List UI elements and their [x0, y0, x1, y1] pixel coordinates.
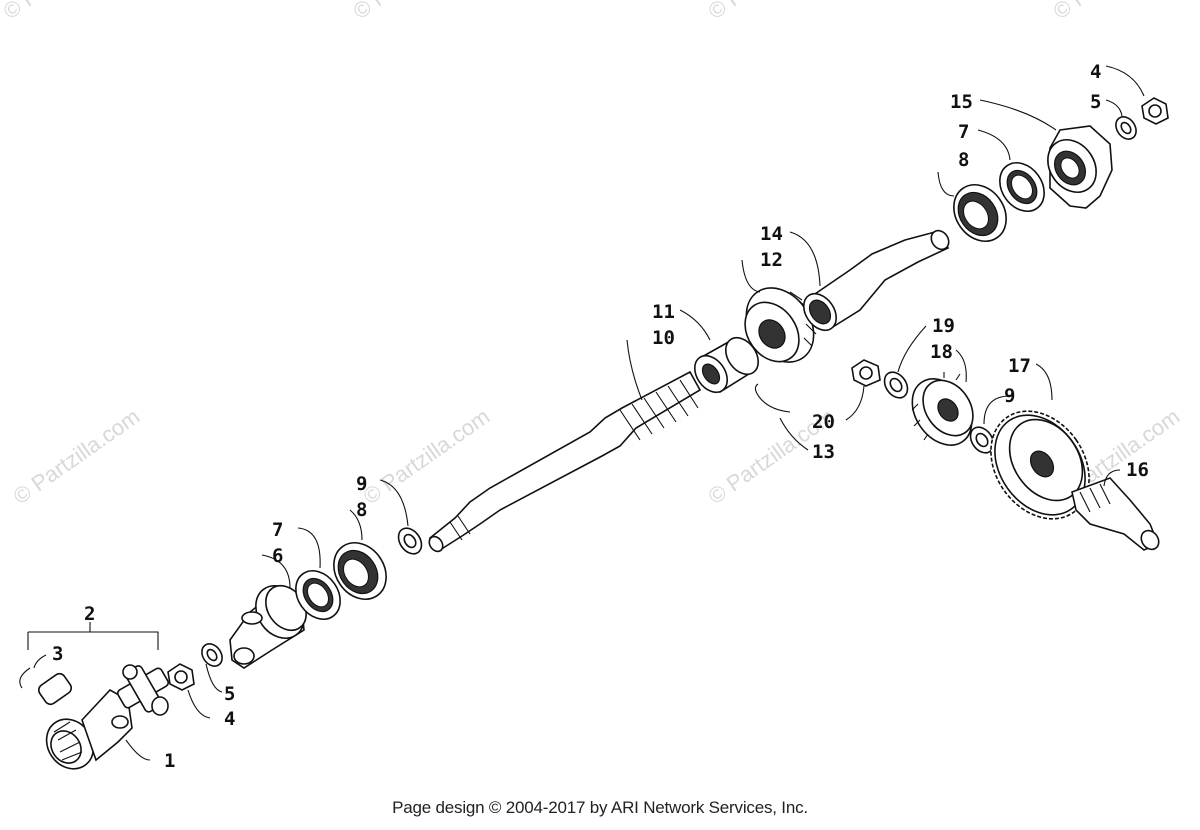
- callout-9: 9: [1004, 385, 1015, 407]
- callout-17: 17: [1008, 355, 1031, 377]
- nut-icon: [1141, 97, 1169, 125]
- callout-13: 13: [812, 441, 835, 463]
- callout-20: 20: [812, 411, 835, 433]
- nut-icon: [167, 663, 195, 691]
- snap-ring-icon: [19, 667, 31, 689]
- callout-11: 11: [652, 301, 675, 323]
- bearing-icon: [333, 542, 387, 600]
- callout-14: 14: [760, 223, 783, 245]
- callout-4: 4: [1090, 61, 1101, 83]
- watermark-text: © Partzilla.com: [359, 404, 495, 510]
- watermark-text: © Partzilla.com: [0, 0, 134, 24]
- pinion-shaft-icon: [802, 229, 950, 332]
- washer-icon: [397, 527, 423, 555]
- washer-icon: [883, 371, 909, 399]
- callout-5: 5: [224, 683, 235, 705]
- u-joint-icon: [117, 664, 169, 716]
- callout-8: 8: [356, 499, 367, 521]
- callout-7: 7: [272, 519, 283, 541]
- watermark-text: © Partzilla.com: [1049, 0, 1185, 24]
- seal-icon: [295, 570, 341, 620]
- callout-12: 12: [760, 249, 783, 271]
- callout-10: 10: [652, 327, 675, 349]
- spur-gear-icon: [990, 410, 1090, 520]
- washer-icon: [969, 426, 995, 454]
- washer-icon: [1115, 116, 1137, 140]
- yoke-icon: [45, 688, 133, 770]
- shaft-icon: [1071, 477, 1160, 551]
- spur-gear-icon: [911, 372, 974, 446]
- callout-5: 5: [1090, 91, 1101, 113]
- callout-1: 1: [164, 750, 175, 772]
- callout-7: 7: [958, 121, 969, 143]
- callout-6: 6: [272, 545, 283, 567]
- callout-16: 16: [1126, 459, 1149, 481]
- bearing-icon: [953, 184, 1007, 242]
- bearing-icon: [693, 336, 760, 394]
- watermark-text: © Partzilla.com: [704, 0, 840, 24]
- callout-2: 2: [84, 603, 95, 625]
- callout-19: 19: [932, 315, 955, 337]
- callout-18: 18: [930, 341, 953, 363]
- shaft-icon: [428, 370, 702, 553]
- leader-lines: [27, 65, 1145, 761]
- callout-3: 3: [52, 643, 63, 665]
- callout-15: 15: [950, 91, 973, 113]
- snap-ring-icon: [754, 383, 791, 413]
- flange-icon: [1047, 125, 1113, 209]
- watermark-text: © Partzilla.com: [349, 0, 485, 24]
- callout-9: 9: [356, 473, 367, 495]
- callout-8: 8: [958, 149, 969, 171]
- output-yoke-icon: [229, 584, 307, 669]
- seal-icon: [999, 162, 1045, 212]
- washer-icon: [201, 643, 223, 667]
- callout-labels: 1 2 3 4 5 6 7 8 9 10 11 12 13 14 15 7 8 …: [52, 61, 1149, 772]
- callout-4: 4: [224, 708, 235, 730]
- page-footer: Page design © 2004-2017 by ARI Network S…: [392, 798, 808, 817]
- nut-icon: [851, 359, 881, 387]
- watermark-text: © Partzilla.com: [9, 404, 145, 510]
- bearing-cap-icon: [37, 672, 73, 706]
